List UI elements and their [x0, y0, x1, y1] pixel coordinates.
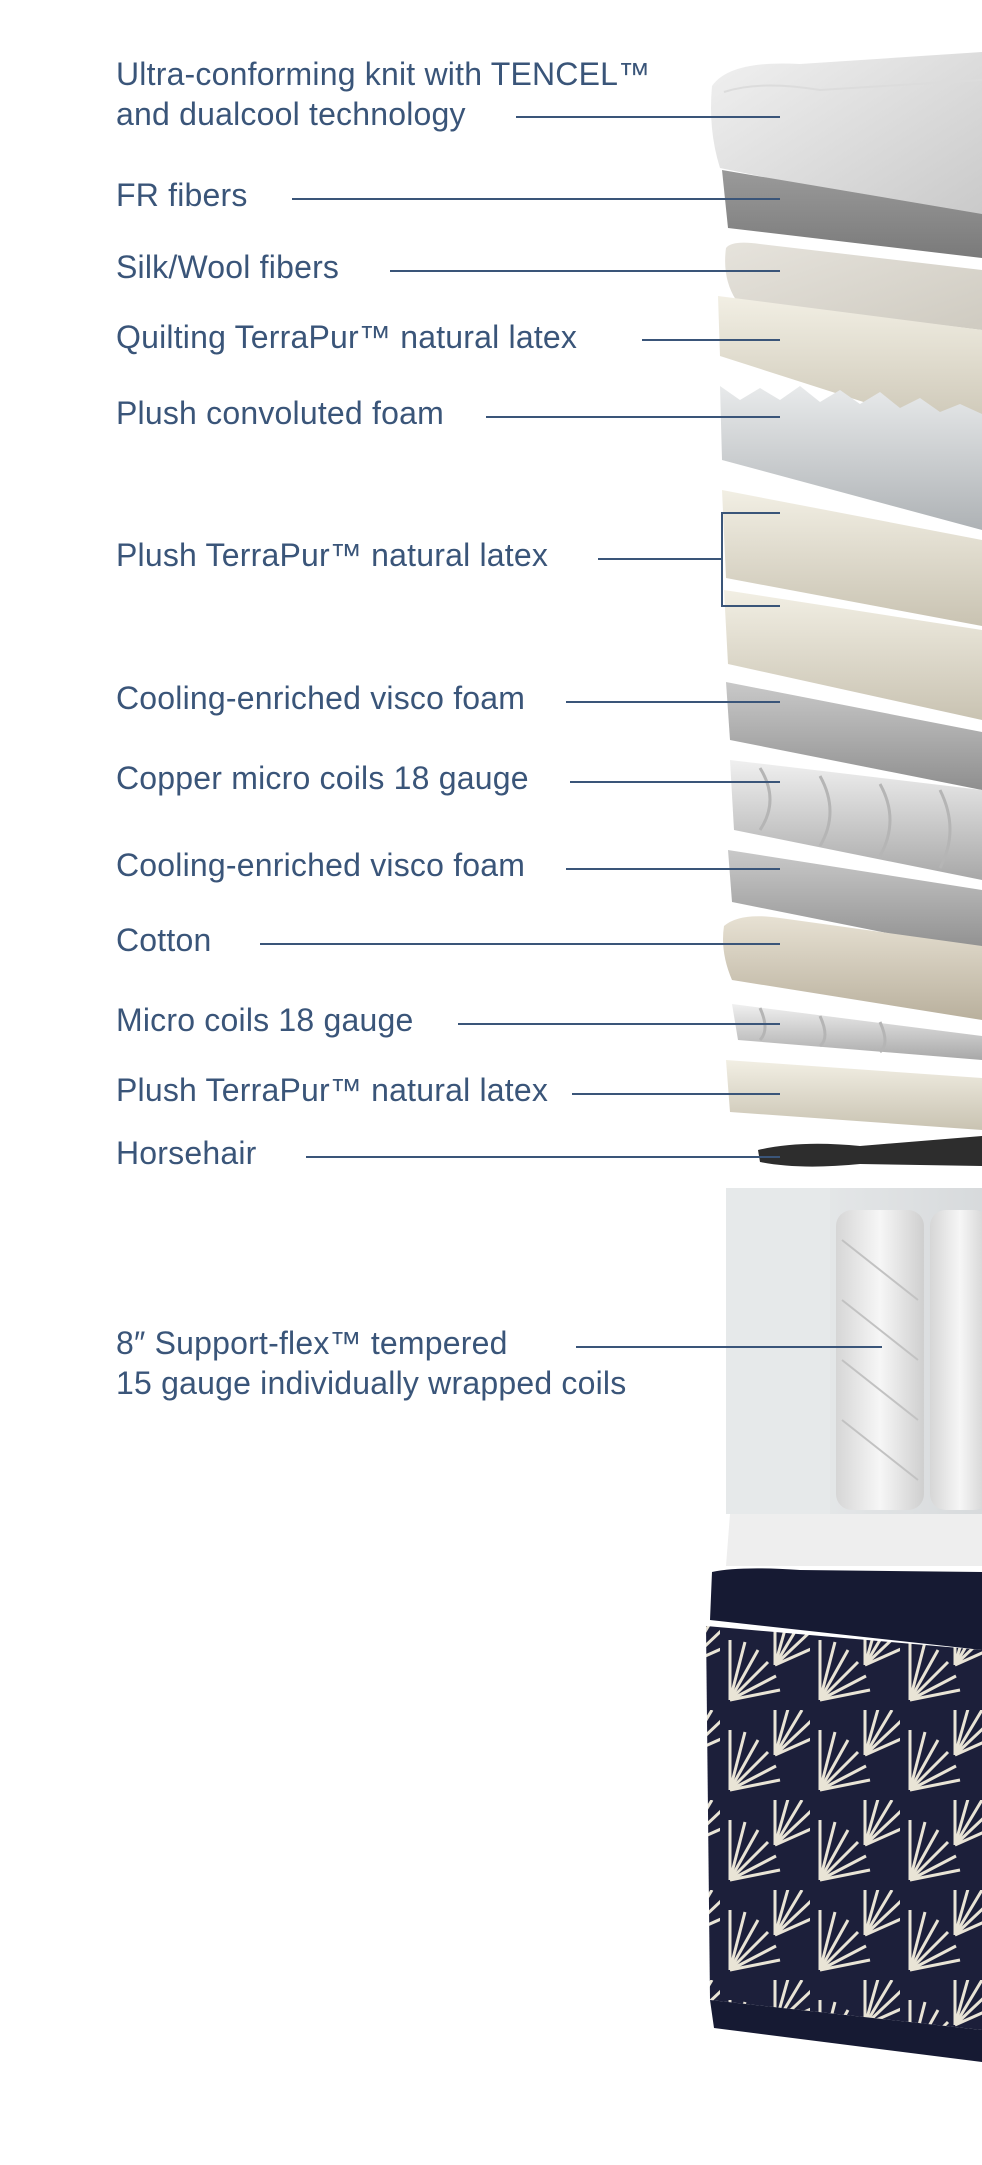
label-knit: Ultra-conforming knit with TENCEL™ and d…	[116, 54, 650, 134]
knit-texture	[723, 79, 982, 93]
label-micro-coils: Micro coils 18 gauge	[116, 1002, 414, 1038]
horsehair-layer	[758, 1136, 982, 1167]
leader-bracket-plush-latex-a	[721, 512, 780, 607]
label-quilting-latex: Quilting TerraPur™ natural latex	[116, 319, 578, 355]
label-silk-wool: Silk/Wool fibers	[116, 249, 340, 285]
label-fr-fibers: FR fibers	[116, 177, 248, 213]
plush-latex-b-layer	[726, 1060, 982, 1130]
fr-fibers-layer	[722, 170, 982, 258]
convoluted-foam-layer	[720, 386, 982, 530]
label-plush-latex-a: Plush TerraPur™ natural latex	[116, 537, 549, 573]
label-cotton: Cotton	[116, 922, 212, 958]
patterned-border-panel	[706, 1626, 982, 2030]
label-visco-foam-2: Cooling-enriched visco foam	[116, 847, 526, 883]
label-plush-latex-b: Plush TerraPur™ natural latex	[116, 1072, 549, 1108]
copper-micro-coils-layer	[730, 760, 982, 880]
visco-foam-2-layer	[728, 850, 982, 952]
label-support-line-1: 8″ Support-flex™ tempered	[116, 1325, 508, 1361]
micro-coils-layer	[732, 1004, 982, 1060]
label-copper-micro-coils: Copper micro coils 18 gauge	[116, 760, 529, 796]
knit-cover-layer	[711, 52, 982, 222]
plush-latex-a-top-slab	[722, 490, 982, 626]
support-coils-unit	[726, 1188, 982, 1514]
label-horsehair: Horsehair	[116, 1135, 257, 1171]
label-visco-foam-1: Cooling-enriched visco foam	[116, 680, 526, 716]
label-support-coils: 8″ Support-flex™ tempered 15 gauge indiv…	[116, 1323, 626, 1403]
plush-latex-a-bottom-slab	[724, 590, 982, 720]
label-knit-line-2: and dualcool technology	[116, 96, 466, 132]
navy-welt-trim	[710, 1568, 982, 1650]
leader-lines	[260, 116, 882, 1348]
base-foam-layer	[726, 1514, 982, 1566]
label-convoluted-foam: Plush convoluted foam	[116, 395, 444, 431]
label-support-line-2: 15 gauge individually wrapped coils	[116, 1365, 627, 1401]
label-knit-line-1: Ultra-conforming knit with TENCEL™	[116, 56, 651, 92]
bottom-welt-trim	[710, 2000, 982, 2062]
cotton-layer	[723, 916, 982, 1020]
visco-foam-1-layer	[726, 682, 982, 790]
silk-wool-layer	[725, 242, 982, 330]
